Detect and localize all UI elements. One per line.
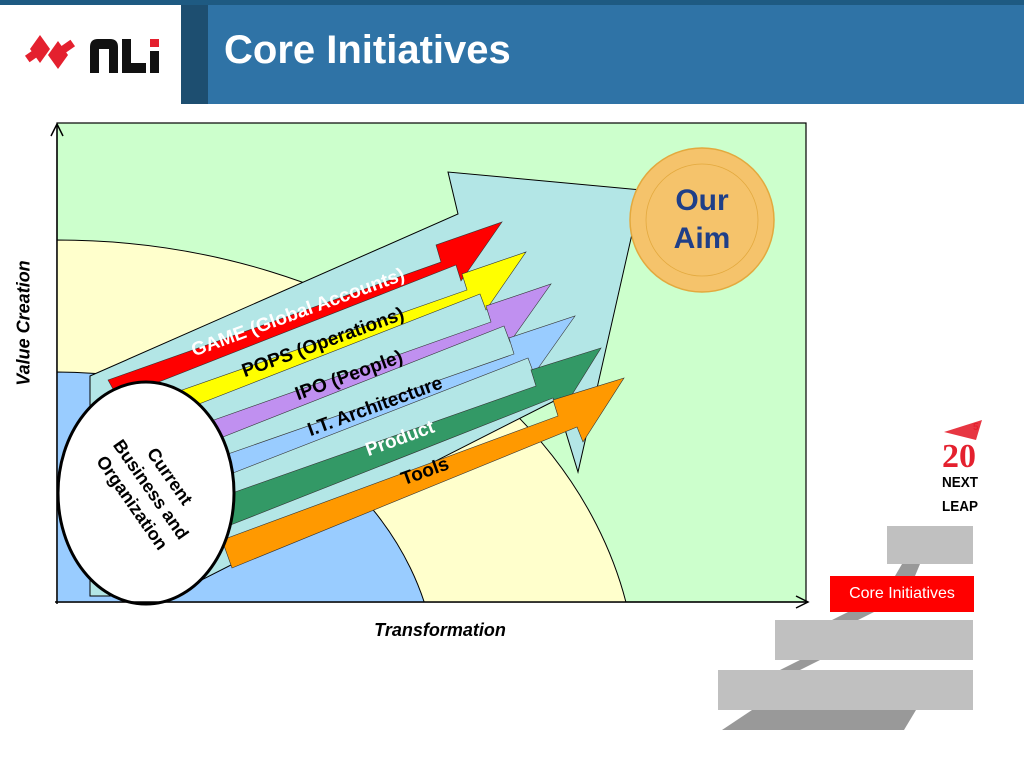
axes xyxy=(50,122,810,609)
staircase xyxy=(718,526,973,730)
x-axis-label: Transformation xyxy=(374,620,506,640)
stair-step-highlighted: Core Initiatives xyxy=(830,576,974,612)
company-logo xyxy=(0,5,181,104)
badge-line1: NEXT xyxy=(942,474,978,491)
current-state-ellipse: Current Business and Organization xyxy=(56,380,236,606)
aim-label-line: Aim xyxy=(673,222,731,255)
header-accent-strip xyxy=(181,5,208,104)
aim-circle xyxy=(629,147,775,293)
aim-label-line: Our xyxy=(675,184,729,217)
badge-number: 20 xyxy=(942,438,976,475)
logo-mark-icon xyxy=(24,35,76,69)
stair-step xyxy=(887,526,973,564)
y-axis-arrowhead xyxy=(50,122,64,137)
stair-step xyxy=(718,670,973,710)
logo-wordmark-icon xyxy=(90,39,159,73)
badge-flag-icon xyxy=(944,420,982,440)
next-leap-badge: 20 5 NEXT LEAP xyxy=(942,420,982,515)
badge-line2: LEAP xyxy=(942,498,978,515)
stair-step xyxy=(775,620,973,660)
header-top-line xyxy=(0,0,1024,5)
page-title: Core Initiatives xyxy=(224,28,511,72)
x-axis-arrowhead xyxy=(795,595,810,609)
initiative-arrow-tools: Tools xyxy=(221,377,625,569)
aim-label: Our Aim xyxy=(632,146,772,294)
